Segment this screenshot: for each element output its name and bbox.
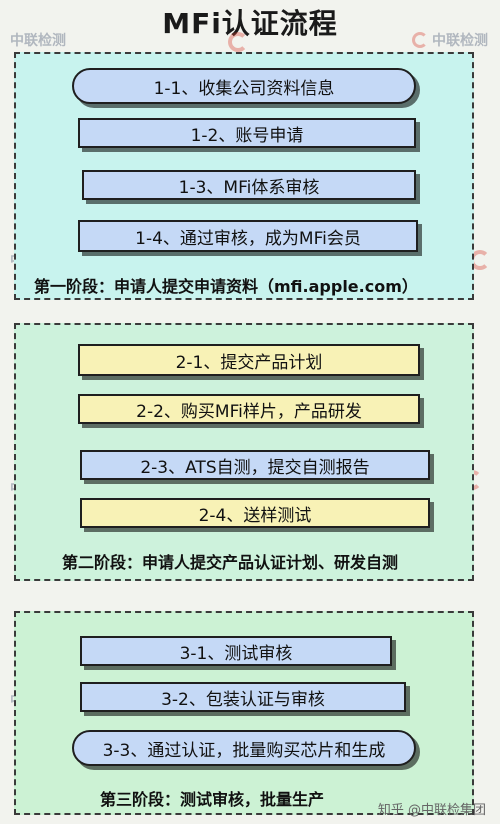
step-2-1: 2-1、提交产品计划	[78, 344, 420, 376]
step-2-2: 2-2、购买MFi样片，产品研发	[78, 394, 420, 424]
zhonglian-logo-icon	[412, 32, 428, 48]
watermark-text: 中联检测	[432, 33, 488, 49]
step-3-3: 3-3、通过认证，批量购买芯片和生成	[72, 730, 416, 766]
step-1-1: 1-1、收集公司资料信息	[72, 68, 416, 104]
step-1-4: 1-4、通过审核，成为MFi会员	[78, 220, 418, 252]
page-title: MFi认证流程	[162, 7, 338, 40]
stage-2-label: 第二阶段：申请人提交产品认证计划、研发自测	[62, 553, 399, 572]
zhonglian-logo-icon	[228, 32, 248, 52]
stage-3-label: 第三阶段：测试审核，批量生产	[100, 790, 325, 809]
watermark-text: 中联检测	[10, 33, 66, 49]
step-2-4: 2-4、送样测试	[80, 498, 430, 528]
stage-1-label: 第一阶段：申请人提交申请资料（mfi.apple.com）	[34, 277, 418, 296]
step-2-3: 2-3、ATS自测，提交自测报告	[80, 450, 430, 480]
watermark: 中联检测	[10, 30, 66, 50]
watermark-logo	[228, 32, 248, 52]
step-3-1: 3-1、测试审核	[80, 636, 392, 666]
step-1-2: 1-2、账号申请	[78, 118, 416, 148]
step-3-2: 3-2、包装认证与审核	[80, 682, 406, 712]
watermark: 中联检测	[412, 30, 488, 50]
credit-watermark: 知乎 @中联检集团	[377, 803, 486, 818]
step-1-3: 1-3、MFi体系审核	[82, 170, 416, 200]
